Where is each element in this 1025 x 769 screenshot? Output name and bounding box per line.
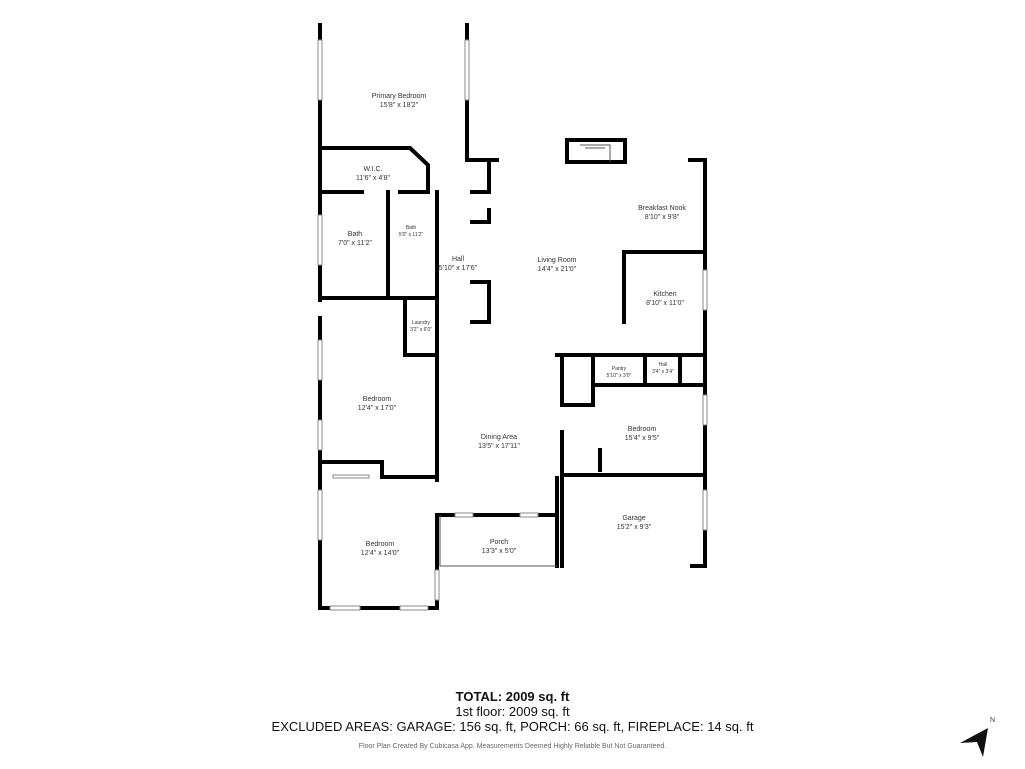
- room-dim: 15'2" x 9'3": [617, 524, 652, 531]
- room-name: Pantry: [612, 366, 627, 372]
- room-dim: 13'5" x 17'11": [478, 443, 520, 450]
- room-name: Laundry: [412, 320, 431, 326]
- room-name: Bedroom: [366, 541, 395, 548]
- room-dim: 12'4" x 14'0": [361, 550, 400, 557]
- room-dim: 5'0" x 11'2": [399, 232, 423, 238]
- room-name: Bedroom: [628, 426, 657, 433]
- room-name: Bath: [406, 225, 417, 231]
- room-name: Garage: [622, 515, 645, 522]
- room-dim: 3'4" x 3'4": [652, 369, 674, 375]
- room-dim: 8'10" x 9'8": [645, 214, 680, 221]
- total-area: TOTAL: 2009 sq. ft: [455, 689, 570, 704]
- room-name: W.I.C.: [363, 166, 382, 173]
- room-dim: 15'4" x 9'5": [625, 435, 660, 442]
- room-name: Hall: [452, 256, 465, 263]
- room-name: Bedroom: [363, 396, 392, 403]
- room-dim: 12'4" x 17'0": [358, 405, 397, 412]
- excluded-areas: EXCLUDED AREAS: GARAGE: 156 sq. ft, PORC…: [271, 719, 754, 734]
- room-name: Living Room: [538, 257, 577, 264]
- room-name: Hall: [659, 362, 668, 368]
- north-label: N: [990, 717, 995, 724]
- room-dim: 11'6" x 4'8": [356, 175, 390, 182]
- room-dim: 5'10" x 3'0": [607, 373, 632, 379]
- room-name: Porch: [490, 539, 508, 546]
- windows: [317, 39, 708, 611]
- room-name: Bath: [348, 231, 363, 238]
- room-name: Breakfast Nook: [638, 205, 686, 212]
- room-labels: Primary Bedroom 15'8" x 18'2" W.I.C. 11'…: [338, 93, 686, 557]
- room-dim: 7'0" x 11'2": [338, 240, 372, 247]
- room-dim: 15'8" x 18'2": [380, 102, 419, 109]
- room-name: Kitchen: [653, 291, 676, 298]
- walls: [318, 23, 707, 610]
- room-dim: 13'3" x 5'0": [482, 548, 517, 555]
- floor-area: 1st floor: 2009 sq. ft: [455, 704, 570, 719]
- disclaimer: Floor Plan Created By Cubicasa App. Meas…: [358, 743, 667, 750]
- north-arrow-icon: N: [960, 717, 995, 757]
- room-dim: 8'10" x 11'0": [646, 300, 684, 307]
- room-dim: 14'4" x 21'0": [538, 266, 577, 273]
- room-dim: 3'2" x 6'0": [410, 327, 432, 333]
- room-name: Primary Bedroom: [372, 93, 427, 100]
- room-dim: 5'10" x 17'6": [439, 265, 478, 272]
- room-name: Dining Area: [481, 434, 517, 441]
